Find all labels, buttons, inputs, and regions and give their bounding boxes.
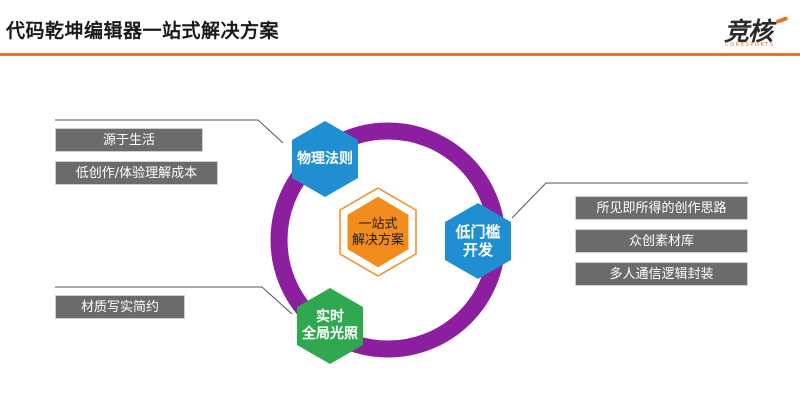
center-hexagon — [344, 193, 412, 271]
center-label-line2: 解决方案 — [351, 233, 404, 248]
center-label: 一站式 解决方案 — [342, 210, 414, 256]
logo-text: 竞核 — [724, 17, 773, 46]
hex-low-barrier — [445, 203, 511, 279]
feature-box-low-cost: 低创作/体验理解成本 — [55, 161, 218, 185]
connector-left-top — [55, 119, 284, 144]
header-divider — [0, 53, 800, 56]
logo-subtext: CORESPORTS — [725, 42, 775, 48]
center-label-line1: 一站式 — [358, 217, 398, 233]
feature-box-from-life: 源于生活 — [55, 128, 203, 152]
feature-box-wysiwyg: 所见即所得的创作思路 — [575, 196, 748, 220]
connector-right — [511, 182, 748, 219]
center-hexagon-outline — [339, 187, 417, 277]
node-label-physics: 物理法则 — [292, 140, 358, 178]
feature-box-multiplayer: 多人通信逻辑封装 — [575, 262, 748, 286]
node-label-low-barrier: 低门槛 开发 — [445, 220, 511, 262]
feature-box-asset-library: 众创素材库 — [575, 229, 748, 253]
brand-logo: 竞核 CORESPORTS — [724, 12, 796, 52]
node-label-physics-text: 物理法则 — [297, 150, 353, 167]
hex-physics — [292, 121, 358, 197]
node-label-realtime-gi: 实时 全局光照 — [292, 305, 368, 347]
node-label-realtime-gi-line1: 实时 — [316, 309, 344, 326]
feature-box-material: 材质写实简约 — [55, 295, 185, 319]
hex-realtime-gi — [297, 288, 363, 364]
node-label-low-barrier-line1: 低门槛 — [455, 223, 501, 241]
node-label-low-barrier-line2: 开发 — [462, 241, 493, 259]
page-title: 代码乾坤编辑器一站式解决方案 — [6, 20, 280, 42]
node-label-realtime-gi-line2: 全局光照 — [302, 326, 358, 342]
connector-left-bottom — [55, 286, 293, 315]
